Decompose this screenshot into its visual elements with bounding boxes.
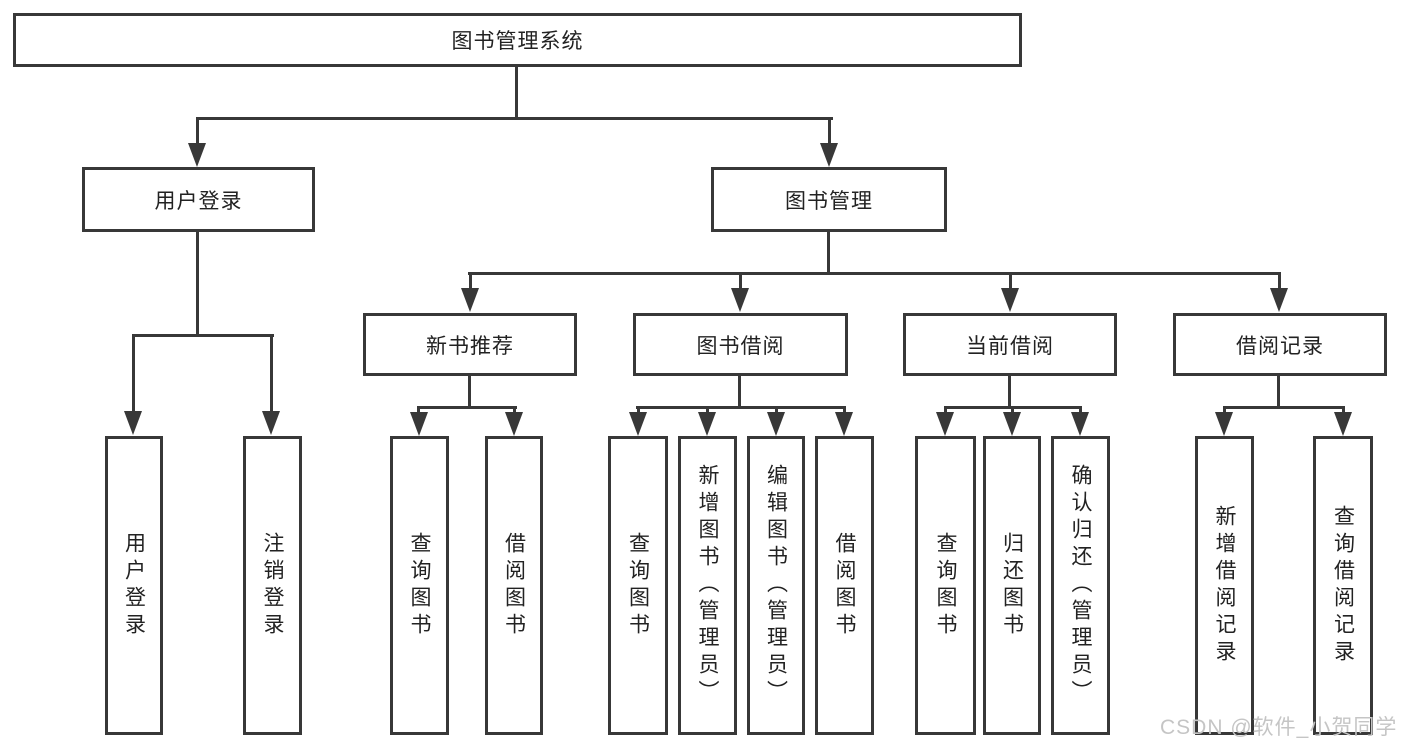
leaf-label: 用户登录 (122, 531, 146, 640)
arrowhead-down (1071, 412, 1089, 436)
arrowhead-down (1001, 288, 1019, 312)
arrowhead-down (505, 412, 523, 436)
leaf-logout: 注销登录 (243, 436, 302, 735)
connector-line (417, 406, 420, 414)
arrowhead-down (1334, 412, 1352, 436)
leaf-user-login: 用户登录 (105, 436, 163, 735)
connector-line (1223, 406, 1226, 414)
connector-line (515, 66, 518, 118)
connector-line (1008, 375, 1011, 409)
leaf-label: 归还图书 (1000, 531, 1024, 640)
arrowhead-down (1003, 412, 1021, 436)
leaf-query-books: 查询图书 (915, 436, 976, 735)
connector-line (196, 117, 833, 120)
arrowhead-down (731, 288, 749, 312)
leaf-edit-books-admin: 编辑图书（管理员） (747, 436, 805, 735)
leaf-query-borrow-record: 查询借阅记录 (1313, 436, 1373, 735)
connector-line (469, 272, 472, 290)
arrowhead-down (767, 412, 785, 436)
leaf-label: 新增借阅记录 (1213, 504, 1236, 667)
connector-line (1011, 406, 1014, 414)
connector-line (468, 375, 471, 409)
connector-line (417, 406, 517, 409)
node-new-book-recommend: 新书推荐 (363, 313, 577, 376)
node-label: 新书推荐 (426, 334, 514, 358)
leaf-add-borrow-record: 新增借阅记录 (1195, 436, 1254, 735)
connector-line (1009, 272, 1012, 290)
node-label: 当前借阅 (966, 334, 1054, 358)
connector-line (513, 406, 516, 414)
connector-line (270, 334, 273, 412)
connector-line (132, 334, 135, 412)
arrowhead-down (698, 412, 716, 436)
connector-line (636, 406, 845, 409)
connector-line (827, 231, 830, 275)
connector-line (828, 117, 831, 146)
leaf-query-books: 查询图书 (608, 436, 668, 735)
leaf-label: 编辑图书（管理员） (764, 464, 788, 707)
arrowhead-down (188, 143, 206, 167)
arrowhead-down (936, 412, 954, 436)
connector-line (1079, 406, 1082, 414)
csdn-watermark: CSDN @软件_小贺同学 (1160, 716, 1398, 739)
leaf-return-books: 归还图书 (983, 436, 1041, 735)
connector-line (775, 406, 778, 414)
connector-line (196, 117, 199, 146)
arrowhead-down (124, 411, 142, 435)
arrowhead-down (1270, 288, 1288, 312)
arrowhead-down (410, 412, 428, 436)
arrowhead-down (461, 288, 479, 312)
connector-line (738, 375, 741, 409)
leaf-add-books-admin: 新增图书（管理员） (678, 436, 737, 735)
arrowhead-down (629, 412, 647, 436)
node-label: 图书借阅 (696, 334, 785, 358)
node-label: 图书管理系统 (451, 30, 584, 53)
leaf-label: 查询图书 (934, 531, 957, 640)
leaf-label: 查询图书 (626, 531, 650, 640)
arrowhead-down (820, 143, 838, 167)
leaf-label: 新增图书（管理员） (696, 464, 719, 707)
leaf-label: 查询借阅记录 (1331, 504, 1355, 667)
node-label: 借阅记录 (1236, 334, 1324, 358)
leaf-label: 注销登录 (261, 531, 284, 640)
connector-line (1342, 406, 1345, 414)
node-label: 图书管理 (785, 189, 873, 213)
node-user-login: 用户登录 (82, 167, 315, 232)
leaf-confirm-return-admin: 确认归还（管理员） (1051, 436, 1110, 735)
connector-line (1223, 406, 1344, 409)
leaf-label: 借阅图书 (502, 531, 526, 640)
node-book-management: 图书管理 (711, 167, 947, 232)
leaf-borrow-books: 借阅图书 (485, 436, 543, 735)
node-label: 用户登录 (154, 189, 243, 213)
leaf-borrow-books: 借阅图书 (815, 436, 874, 735)
connector-line (1278, 272, 1281, 290)
arrowhead-down (1215, 412, 1233, 436)
connector-line (843, 406, 846, 414)
connector-line (739, 272, 742, 290)
leaf-label: 确认归还（管理员） (1069, 464, 1092, 707)
connector-line (132, 334, 274, 337)
node-book-borrowing: 图书借阅 (633, 313, 848, 376)
node-borrowing-records: 借阅记录 (1173, 313, 1387, 376)
arrowhead-down (835, 412, 853, 436)
arrowhead-down (262, 411, 280, 435)
leaf-query-books: 查询图书 (390, 436, 449, 735)
connector-line (468, 272, 1281, 275)
connector-line (637, 406, 640, 414)
connector-line (706, 406, 709, 414)
leaf-label: 查询图书 (408, 531, 431, 640)
connector-line (944, 406, 947, 414)
connector-line (1277, 375, 1280, 409)
connector-line (196, 231, 199, 337)
node-library-management-system: 图书管理系统 (13, 13, 1022, 67)
leaf-label: 借阅图书 (833, 531, 856, 640)
node-current-borrowing: 当前借阅 (903, 313, 1117, 376)
